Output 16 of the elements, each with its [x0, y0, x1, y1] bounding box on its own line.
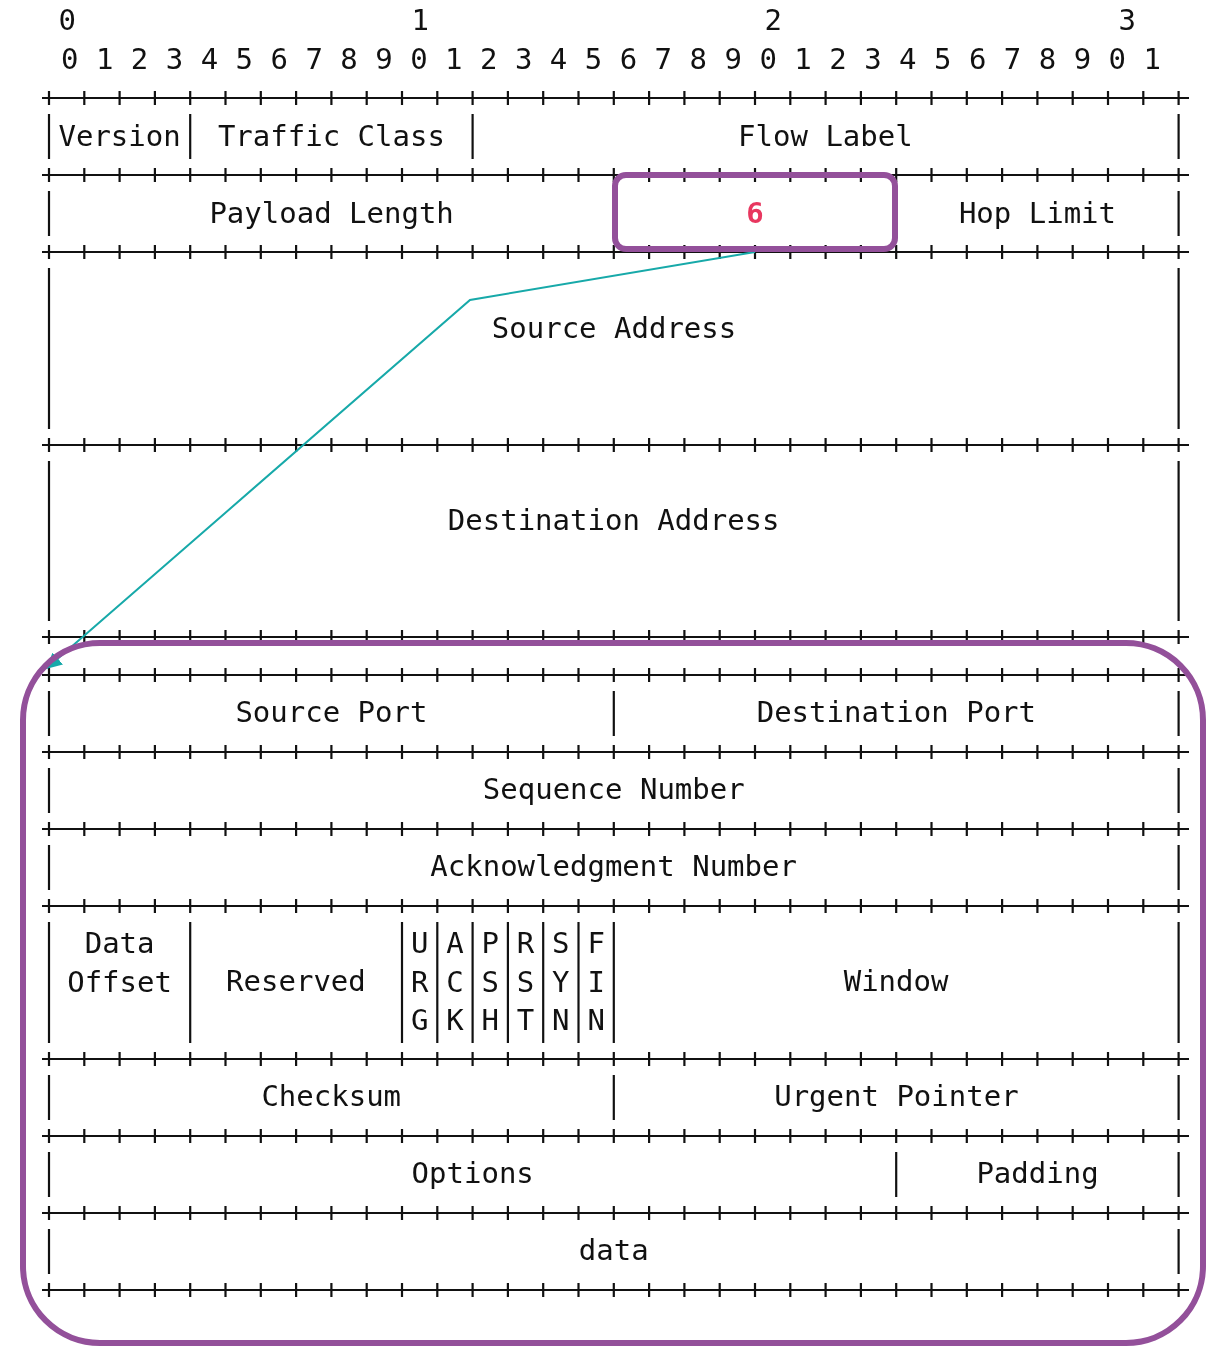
- highlight-box: [612, 172, 898, 252]
- flag-field: S Y N: [545, 924, 577, 1040]
- flag-field: F I N: [580, 924, 612, 1040]
- flag-field: R S T: [509, 924, 542, 1040]
- word-bit-number: 2: [764, 2, 782, 39]
- tcp-header-frame: [20, 640, 1206, 1346]
- header-field: Data Offset: [51, 924, 189, 1001]
- field-label: 6: [745, 195, 765, 232]
- bit-number-row-text: 0 1 2 3 4 5 6 7 8 9 0 1 2 3 4 5 6 7 8 9 0 1 2 3 4 5 6 7 8 9 0 1: [61, 41, 1161, 78]
- header-field: Version: [51, 117, 189, 156]
- flag-field: P S H: [474, 924, 506, 1040]
- flag-field: U R G: [404, 924, 436, 1040]
- word-bit-number: 3: [1118, 2, 1136, 39]
- word-bit-number: 0: [58, 2, 76, 39]
- word-bit-number: 1: [411, 2, 429, 39]
- flag-field: A C K: [439, 924, 471, 1040]
